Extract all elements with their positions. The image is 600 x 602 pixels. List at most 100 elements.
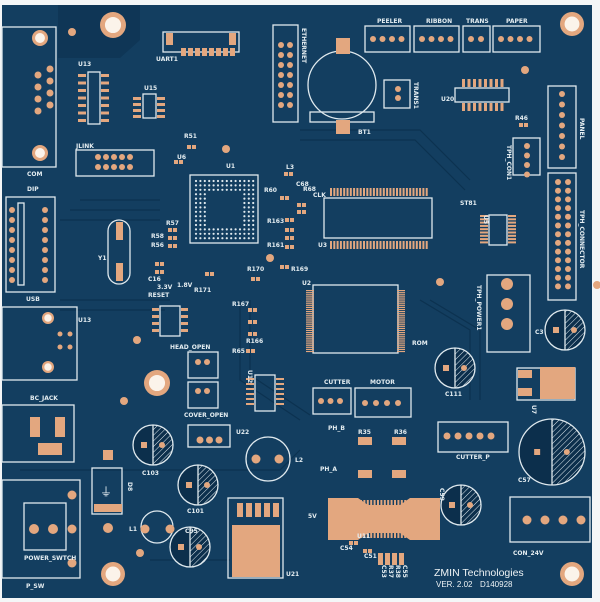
passive-array-pad xyxy=(392,553,397,565)
bga-ball xyxy=(203,179,206,183)
u2-pin xyxy=(306,325,314,327)
label-c54: C54 xyxy=(340,545,353,552)
u2-pin xyxy=(306,336,314,338)
dip-pin xyxy=(42,247,48,253)
passive-array-pad xyxy=(399,553,404,565)
power-switch-pin xyxy=(67,490,77,500)
bga-ball xyxy=(203,184,206,187)
smd-pad xyxy=(174,160,178,164)
bga-ball xyxy=(243,223,246,227)
bga-ball xyxy=(252,223,255,227)
u21-pad xyxy=(264,503,270,517)
uart1-pad xyxy=(188,48,193,56)
panel-pin xyxy=(559,91,565,97)
u2-pin xyxy=(306,346,314,348)
u20-pad xyxy=(495,103,498,111)
u2-pin xyxy=(306,319,314,321)
u21-pad xyxy=(237,503,243,517)
label-peeler: PEELER xyxy=(377,18,403,25)
bga-ball xyxy=(234,179,237,183)
label-r68: R68 xyxy=(303,186,316,193)
u3-pin xyxy=(353,241,356,249)
u2-pin xyxy=(397,302,405,304)
bga-ball xyxy=(216,184,220,187)
bga-ball xyxy=(199,201,202,205)
jlink-pin xyxy=(103,164,109,170)
l1-pin xyxy=(165,524,175,534)
capacitor-c3-pad xyxy=(553,327,559,333)
u3-pin xyxy=(343,241,346,249)
u3-pin xyxy=(333,241,336,249)
bga-ball xyxy=(234,188,237,191)
bga-ball xyxy=(252,232,255,235)
bga-ball xyxy=(203,197,206,200)
cover-open-pin xyxy=(204,388,210,394)
uart1-pad xyxy=(195,48,200,56)
u5-outline xyxy=(488,214,508,246)
label-r56: R56 xyxy=(151,242,164,249)
uart1-pad xyxy=(209,48,214,56)
u11-pin xyxy=(366,500,369,506)
label-com: COM xyxy=(27,171,43,178)
label-l3: L3 xyxy=(286,164,294,171)
bga-ball xyxy=(225,184,228,187)
u11-pin xyxy=(373,532,376,538)
smd-pad xyxy=(179,160,183,164)
bga-ball xyxy=(221,232,224,235)
label-u6: U6 xyxy=(177,154,186,161)
bga-ball xyxy=(243,219,246,222)
bga-ball xyxy=(247,210,250,213)
smd-pad xyxy=(302,203,306,207)
ethernet-outline xyxy=(272,24,299,123)
u3-pin xyxy=(425,188,428,196)
u2-pin xyxy=(306,308,314,311)
u12-pad xyxy=(276,388,284,390)
panel-pin xyxy=(559,143,565,150)
tph-connector-pin xyxy=(565,196,571,203)
tph-connector-pin xyxy=(565,257,571,264)
smd-pad xyxy=(363,549,367,553)
u3-pin xyxy=(382,188,385,196)
ethernet-pin xyxy=(278,52,284,58)
u2-pin xyxy=(306,294,314,296)
ethernet-pin xyxy=(278,82,284,88)
u3-pin xyxy=(356,188,359,196)
u13-pad xyxy=(101,74,109,77)
dip-pin xyxy=(9,247,15,253)
label-ph-a: PH_A xyxy=(320,466,337,473)
passive-array-pad xyxy=(378,553,383,565)
tph-connector-pin xyxy=(555,248,561,255)
u22-pin xyxy=(215,436,223,444)
bga-ball xyxy=(238,188,242,191)
u11-pin xyxy=(387,532,390,538)
smd-pad xyxy=(160,270,164,274)
u2-pin xyxy=(397,321,405,323)
ethernet-pin xyxy=(278,42,284,48)
bga-ball xyxy=(243,237,246,240)
smd-pad xyxy=(285,236,289,240)
bga-ball xyxy=(221,179,224,183)
u2-pin xyxy=(306,306,314,308)
bga-ball xyxy=(234,228,237,231)
bga-ball xyxy=(247,232,250,235)
dip-pin xyxy=(42,207,48,213)
via xyxy=(593,281,600,289)
u2-pin xyxy=(397,336,405,338)
jlink-pin xyxy=(95,164,101,170)
smd-pad xyxy=(173,236,177,240)
usb-pin xyxy=(57,331,63,337)
u3-pin xyxy=(363,241,365,249)
u3-pin xyxy=(349,188,352,196)
u12-pad xyxy=(246,383,254,385)
u12-outline xyxy=(254,374,276,412)
bga-ball xyxy=(199,210,202,213)
bga-ball xyxy=(203,219,206,222)
uart1-pad xyxy=(202,48,207,56)
tph-power-pin xyxy=(501,318,513,330)
bga-ball xyxy=(194,223,198,227)
smd-pad xyxy=(160,262,164,266)
con-24v-pin xyxy=(558,515,568,525)
u13b-pad xyxy=(152,322,159,325)
smd-pad xyxy=(248,308,252,312)
capacitor-c101-pad xyxy=(186,482,192,488)
